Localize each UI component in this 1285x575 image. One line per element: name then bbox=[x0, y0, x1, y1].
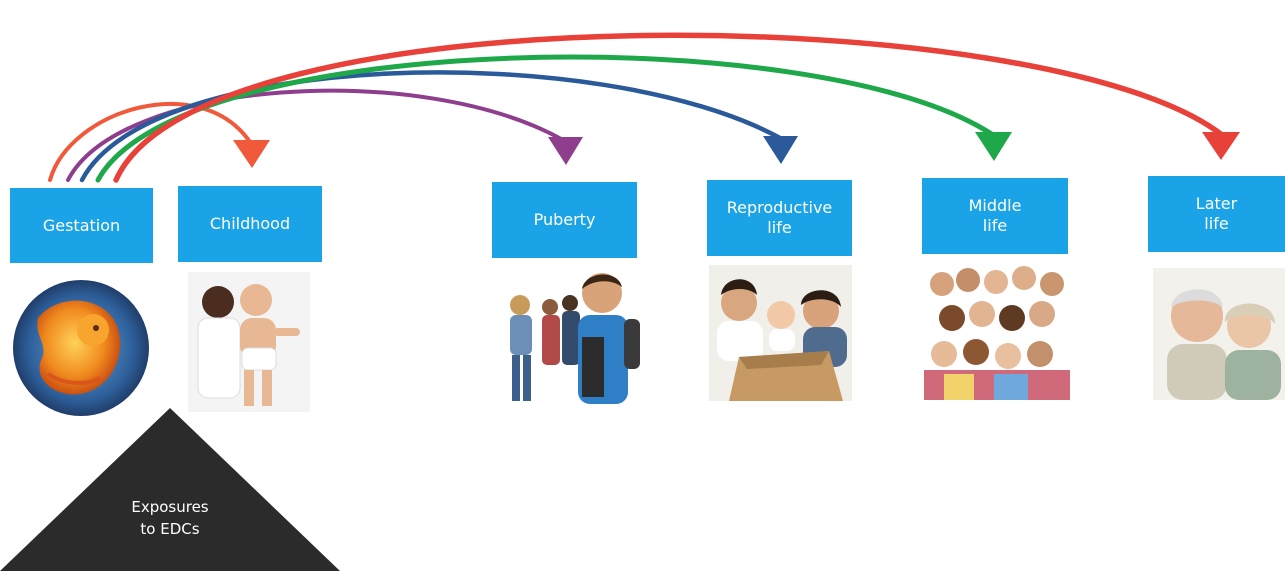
stage-label-later: Later life bbox=[1195, 194, 1238, 233]
stage-box-gestation: Gestation bbox=[10, 188, 153, 263]
arrowhead-later bbox=[1202, 132, 1240, 160]
arrowhead-puberty bbox=[548, 137, 583, 165]
stage-label-gestation: Gestation bbox=[42, 215, 121, 235]
arrowhead-childhood bbox=[233, 140, 270, 168]
arrowhead-reproductive bbox=[763, 136, 798, 164]
child-image bbox=[188, 272, 310, 412]
arrow-childhood bbox=[48, 101, 252, 182]
exposures-triangle: Exposures to EDCs bbox=[0, 408, 340, 571]
stage-label-puberty: Puberty bbox=[533, 210, 596, 229]
stage-box-childhood: Childhood bbox=[178, 186, 322, 262]
stage-box-middle: Middle life bbox=[922, 178, 1068, 254]
fetus-image bbox=[13, 280, 149, 416]
triangle-shape bbox=[0, 408, 340, 571]
arrow-reproductive bbox=[79, 70, 783, 183]
teens-image bbox=[490, 267, 646, 404]
elderly-image bbox=[1153, 268, 1285, 400]
stage-label-reproductive: Reproductive life bbox=[726, 198, 833, 237]
stage-label-childhood: Childhood bbox=[209, 214, 291, 233]
family-image bbox=[709, 265, 852, 401]
group-image bbox=[924, 262, 1070, 400]
arrowhead-middle bbox=[975, 132, 1012, 161]
stage-box-reproductive: Reproductive life bbox=[707, 180, 852, 256]
exposures-label: Exposures to EDCs bbox=[131, 498, 209, 538]
stage-box-puberty: Puberty bbox=[492, 182, 637, 258]
arrow-puberty bbox=[66, 88, 565, 182]
stage-label-middle: Middle life bbox=[968, 196, 1022, 235]
stage-box-later: Later life bbox=[1148, 176, 1285, 252]
arrow-later bbox=[113, 32, 1225, 183]
